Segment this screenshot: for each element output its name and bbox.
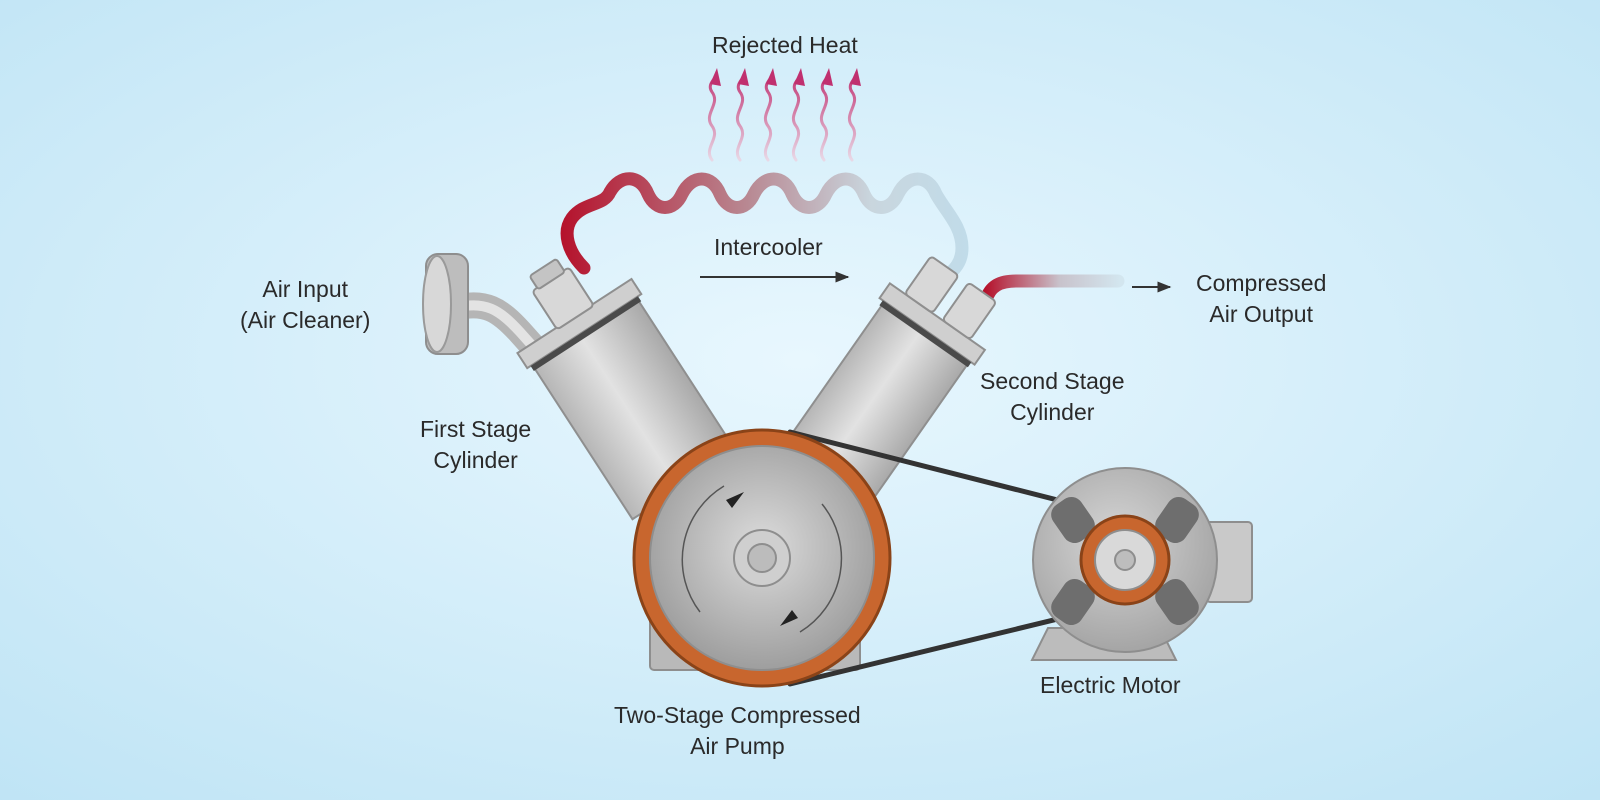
label-air-input: Air Input (Air Cleaner) bbox=[240, 274, 370, 336]
heat-arrow-icon bbox=[763, 68, 777, 162]
air-cleaner bbox=[422, 253, 558, 373]
label-compressed-output-line1: Compressed bbox=[1196, 270, 1327, 296]
rotation-arrow-icon bbox=[780, 610, 798, 626]
label-pump-line2: Air Pump bbox=[690, 733, 785, 759]
pump-pulley bbox=[632, 428, 892, 688]
label-intercooler-text: Intercooler bbox=[714, 234, 823, 260]
heat-arrow-icon bbox=[707, 68, 721, 162]
label-air-input-line2: (Air Cleaner) bbox=[240, 307, 371, 333]
label-compressed-output: Compressed Air Output bbox=[1196, 268, 1326, 330]
label-rejected-heat-text: Rejected Heat bbox=[712, 32, 858, 58]
label-second-stage-line1: Second Stage bbox=[980, 368, 1125, 394]
label-electric-motor-text: Electric Motor bbox=[1040, 672, 1181, 698]
label-electric-motor: Electric Motor bbox=[1040, 670, 1181, 701]
label-first-stage: First Stage Cylinder bbox=[420, 414, 531, 476]
rotation-arrow-icon bbox=[726, 492, 744, 508]
label-pump-line1: Two-Stage Compressed bbox=[614, 702, 861, 728]
intercooler-pipe bbox=[560, 172, 969, 285]
heat-arrow-icon bbox=[791, 68, 805, 162]
label-rejected-heat: Rejected Heat bbox=[712, 30, 858, 61]
label-compressed-output-line2: Air Output bbox=[1209, 301, 1313, 327]
heat-arrow-icon bbox=[735, 68, 749, 162]
heat-arrow-icon bbox=[819, 68, 833, 162]
label-first-stage-line1: First Stage bbox=[420, 416, 532, 442]
label-air-input-line1: Air Input bbox=[262, 276, 349, 302]
label-intercooler: Intercooler bbox=[714, 232, 823, 263]
label-first-stage-line2: Cylinder bbox=[433, 447, 518, 473]
rejected-heat-arrows bbox=[707, 68, 861, 162]
electric-motor bbox=[1030, 467, 1253, 661]
label-second-stage-line2: Cylinder bbox=[1010, 399, 1095, 425]
label-pump: Two-Stage Compressed Air Pump bbox=[614, 700, 861, 762]
label-second-stage: Second Stage Cylinder bbox=[980, 366, 1125, 428]
heat-arrow-icon bbox=[847, 68, 861, 162]
